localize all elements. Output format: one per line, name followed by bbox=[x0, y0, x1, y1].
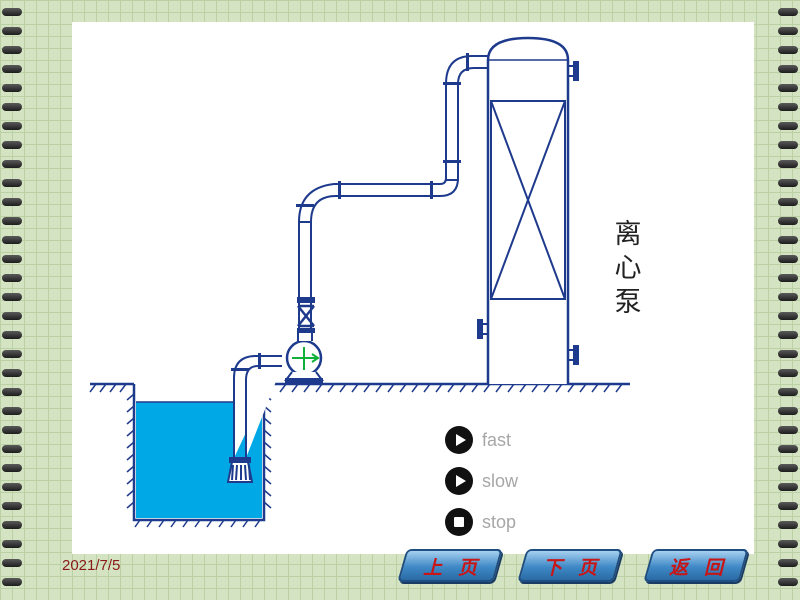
slow-label: slow bbox=[482, 470, 519, 491]
title-char: 离 bbox=[614, 219, 642, 250]
binding-ring bbox=[2, 27, 22, 35]
binding-ring bbox=[778, 369, 798, 377]
binding-ring bbox=[778, 103, 798, 111]
binding-ring bbox=[778, 312, 798, 320]
binding-ring bbox=[778, 350, 798, 358]
binding-ring bbox=[778, 293, 798, 301]
binding-ring bbox=[2, 502, 22, 510]
binding-ring bbox=[2, 407, 22, 415]
binding-ring bbox=[778, 502, 798, 510]
binding-ring bbox=[778, 388, 798, 396]
binding-ring bbox=[2, 8, 22, 16]
binding-ring bbox=[778, 426, 798, 434]
next-page-label: 下页 bbox=[542, 557, 613, 579]
binding-ring bbox=[2, 540, 22, 548]
binding-ring bbox=[778, 179, 798, 187]
title-char: 泵 bbox=[614, 287, 642, 318]
binding-ring bbox=[2, 331, 22, 339]
fast-label: fast bbox=[482, 429, 512, 450]
binding-ring bbox=[2, 559, 22, 567]
back-button[interactable]: 返回 bbox=[643, 549, 749, 582]
binding-ring bbox=[2, 236, 22, 244]
binding-ring bbox=[2, 141, 22, 149]
binding-ring bbox=[778, 198, 798, 206]
binding-ring bbox=[2, 464, 22, 472]
binding-ring bbox=[778, 122, 798, 130]
binding-ring bbox=[2, 350, 22, 358]
binding-ring bbox=[2, 198, 22, 206]
binding-ring bbox=[778, 236, 798, 244]
prev-page-button[interactable]: 上页 bbox=[397, 549, 503, 582]
binding-ring bbox=[2, 426, 22, 434]
date-stamp: 2021/7/5 bbox=[62, 557, 121, 574]
binding-ring bbox=[2, 122, 22, 130]
fast-button[interactable]: fast bbox=[445, 426, 511, 454]
binding-ring bbox=[778, 331, 798, 339]
binding-ring bbox=[2, 217, 22, 225]
binding-ring bbox=[2, 578, 22, 586]
binding-ring bbox=[2, 84, 22, 92]
suction-pipe bbox=[231, 353, 282, 458]
binding-ring bbox=[778, 84, 798, 92]
stop-icon bbox=[445, 508, 473, 536]
ground-hatching bbox=[89, 383, 623, 393]
binding-ring bbox=[2, 46, 22, 54]
binding-ring bbox=[778, 521, 798, 529]
binding-ring bbox=[2, 445, 22, 453]
binding-ring bbox=[778, 255, 798, 263]
binding-ring bbox=[778, 464, 798, 472]
binding-ring bbox=[2, 160, 22, 168]
binding-ring bbox=[2, 388, 22, 396]
binding-ring bbox=[778, 46, 798, 54]
slow-button[interactable]: slow bbox=[445, 467, 518, 495]
binding-ring bbox=[778, 540, 798, 548]
binding-ring bbox=[778, 65, 798, 73]
binding-ring bbox=[778, 274, 798, 282]
diagram-stage bbox=[72, 22, 754, 554]
binding-ring bbox=[778, 217, 798, 225]
binding-ring bbox=[2, 369, 22, 377]
play-icon bbox=[445, 426, 473, 454]
binding-ring bbox=[2, 179, 22, 187]
binding-ring bbox=[778, 141, 798, 149]
title-char: 心 bbox=[614, 253, 642, 284]
sump-pit-walls bbox=[132, 384, 266, 522]
binding-ring bbox=[778, 559, 798, 567]
stop-button[interactable]: stop bbox=[445, 508, 516, 536]
binding-ring bbox=[778, 578, 798, 586]
gate-valve bbox=[297, 297, 315, 333]
binding-ring bbox=[778, 445, 798, 453]
right-binding-rings bbox=[778, 0, 800, 600]
binding-ring bbox=[2, 65, 22, 73]
pump-system-diagram bbox=[89, 36, 630, 528]
stop-label: stop bbox=[482, 511, 517, 532]
left-binding-rings bbox=[0, 0, 22, 600]
binding-ring bbox=[2, 293, 22, 301]
binding-ring bbox=[778, 27, 798, 35]
play-icon bbox=[445, 467, 473, 495]
binding-ring bbox=[778, 160, 798, 168]
foot-valve-strainer bbox=[226, 457, 254, 483]
binding-ring bbox=[2, 103, 22, 111]
binding-ring bbox=[778, 483, 798, 491]
binding-ring bbox=[2, 274, 22, 282]
packed-column bbox=[477, 36, 579, 384]
binding-ring bbox=[2, 521, 22, 529]
next-page-button[interactable]: 下页 bbox=[517, 549, 623, 582]
binding-ring bbox=[778, 8, 798, 16]
diagram-title: 离 心 泵 bbox=[608, 218, 648, 320]
prev-page-label: 上页 bbox=[422, 557, 493, 579]
back-label: 返回 bbox=[668, 557, 739, 579]
binding-ring bbox=[2, 483, 22, 491]
binding-ring bbox=[2, 255, 22, 263]
binding-ring bbox=[778, 407, 798, 415]
impeller-indicator bbox=[292, 347, 320, 370]
binding-ring bbox=[2, 312, 22, 320]
